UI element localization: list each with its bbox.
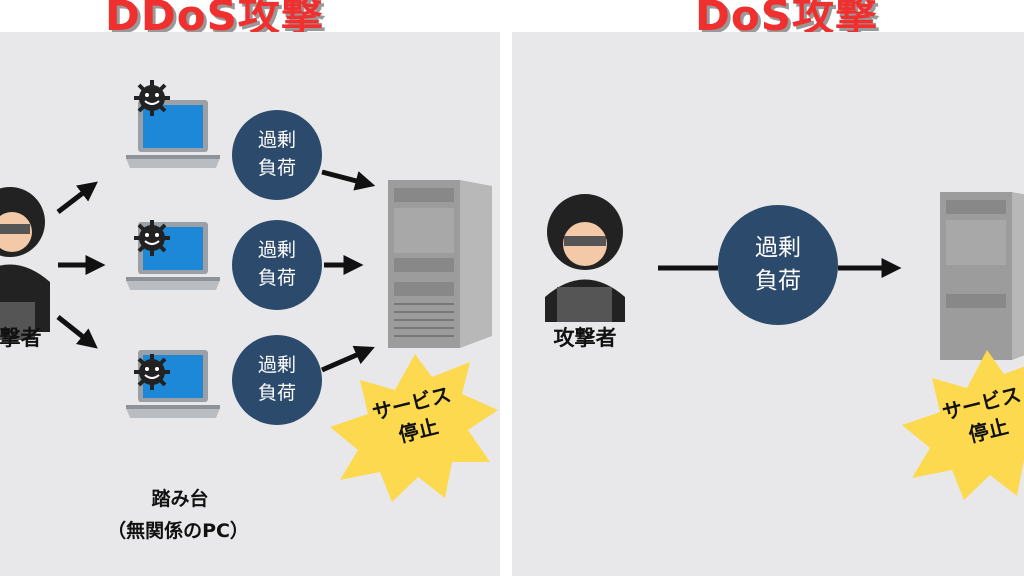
overload-text: 負荷 [257,382,296,404]
stepping-sublabel: （無関係のPC） [107,520,249,542]
attacker-icon [545,194,625,322]
overload-text: 負荷 [755,268,801,294]
ddos-diagram [0,78,498,502]
outage-burst [330,354,498,502]
overload-text: 負荷 [257,267,296,289]
overload-text: 過剰 [257,129,296,152]
overload-text: 過剰 [257,239,296,262]
stepping-label: 踏み台 [151,488,209,510]
overload-text: 負荷 [257,157,296,179]
overload-text: 過剰 [257,354,296,377]
dos-panel: 攻撃者 過剰負荷 サービス停止 [512,32,1024,576]
virus-icon [132,218,172,258]
dos-diagram [545,192,1024,500]
overload-text: 過剰 [755,234,801,261]
server-icon [940,192,1024,360]
virus-icon [132,352,172,392]
overload-circle: 過剰負荷 [718,205,838,325]
attacker-label: 攻撃者 [553,326,617,350]
overload-circle: 過剰負荷 [232,220,322,310]
attacker-label: 攻撃者 [0,326,42,350]
virus-icon [132,78,172,118]
laptop-icon [126,222,220,290]
server-icon [387,179,493,349]
overload-circle: 過剰負荷 [232,335,322,425]
outage-burst [902,350,1024,500]
attack-arrows [56,169,376,373]
overload-circle: 過剰負荷 [232,110,322,200]
attacker-icon [0,187,50,340]
